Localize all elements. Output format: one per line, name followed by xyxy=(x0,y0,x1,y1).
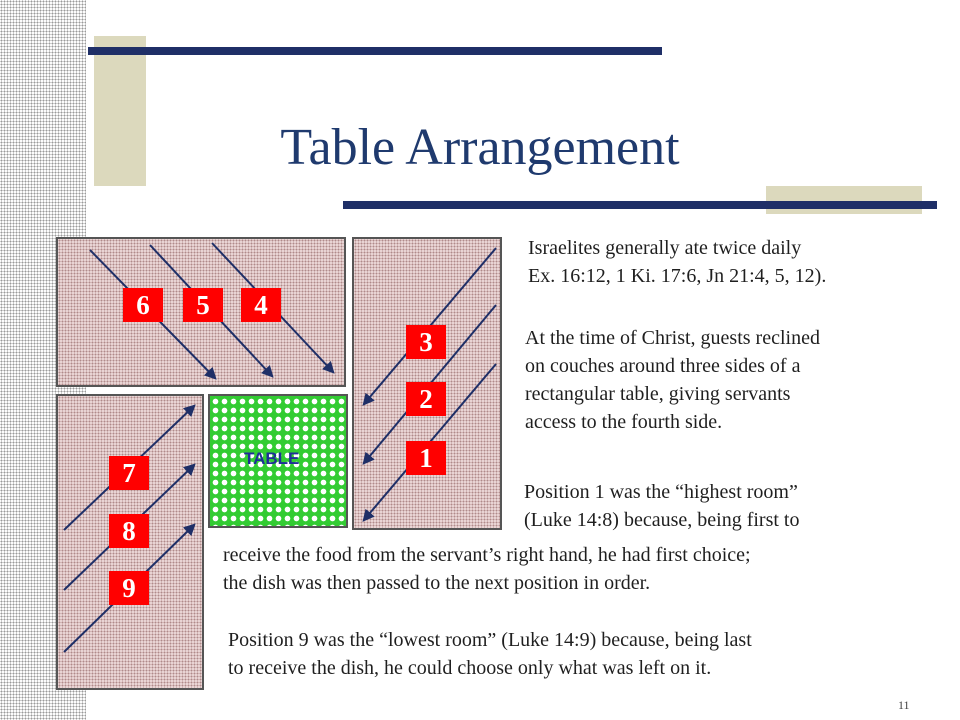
paragraph-couches-line-2: on couches around three sides of a xyxy=(525,355,801,377)
paragraph-position-9: Position 9 was the “lowest room” (Luke 1… xyxy=(228,626,752,682)
paragraph-meals: Israelites generally ate twice daily Ex.… xyxy=(528,234,826,290)
paragraph-meals-line-2: Ex. 16:12, 1 Ki. 17:6, Jn 21:4, 5, 12). xyxy=(528,265,827,287)
table-label: TABLE xyxy=(244,449,300,468)
top-accent-block xyxy=(94,36,146,186)
top-bar xyxy=(88,47,662,55)
paragraph-couches-line-4: access to the fourth side. xyxy=(525,411,723,433)
paragraph-meals-line-1: Israelites generally ate twice daily xyxy=(528,237,802,259)
position-7: 7 xyxy=(109,456,149,490)
position-3: 3 xyxy=(406,325,446,359)
right-bar xyxy=(343,201,937,209)
position-1: 1 xyxy=(406,441,446,475)
page-number: 11 xyxy=(898,698,910,712)
paragraph-position-9-line-1: Position 9 was the “lowest room” (Luke 1… xyxy=(228,629,752,651)
position-4: 4 xyxy=(241,288,281,322)
paragraph-position-1-line-4: the dish was then passed to the next pos… xyxy=(223,572,651,594)
position-2: 2 xyxy=(406,382,446,416)
position-8: 8 xyxy=(109,514,149,548)
table-area xyxy=(208,394,348,528)
paragraph-position-1-line-3: receive the food from the servant’s righ… xyxy=(223,544,751,566)
right-accent-block xyxy=(766,186,922,214)
paragraph-couches: At the time of Christ, guests reclined o… xyxy=(525,324,820,436)
page-title: Table Arrangement xyxy=(280,119,680,176)
paragraph-position-9-line-2: to receive the dish, he could choose onl… xyxy=(228,657,712,679)
paragraph-couches-line-3: rectangular table, giving servants xyxy=(525,383,791,405)
paragraph-position-1-line-1: Position 1 was the “highest room” xyxy=(524,481,798,503)
position-5: 5 xyxy=(183,288,223,322)
paragraph-position-1-line-2: (Luke 14:8) because, being first to xyxy=(524,509,800,531)
paragraph-couches-line-1: At the time of Christ, guests reclined xyxy=(525,327,820,349)
position-9: 9 xyxy=(109,571,149,605)
position-6: 6 xyxy=(123,288,163,322)
